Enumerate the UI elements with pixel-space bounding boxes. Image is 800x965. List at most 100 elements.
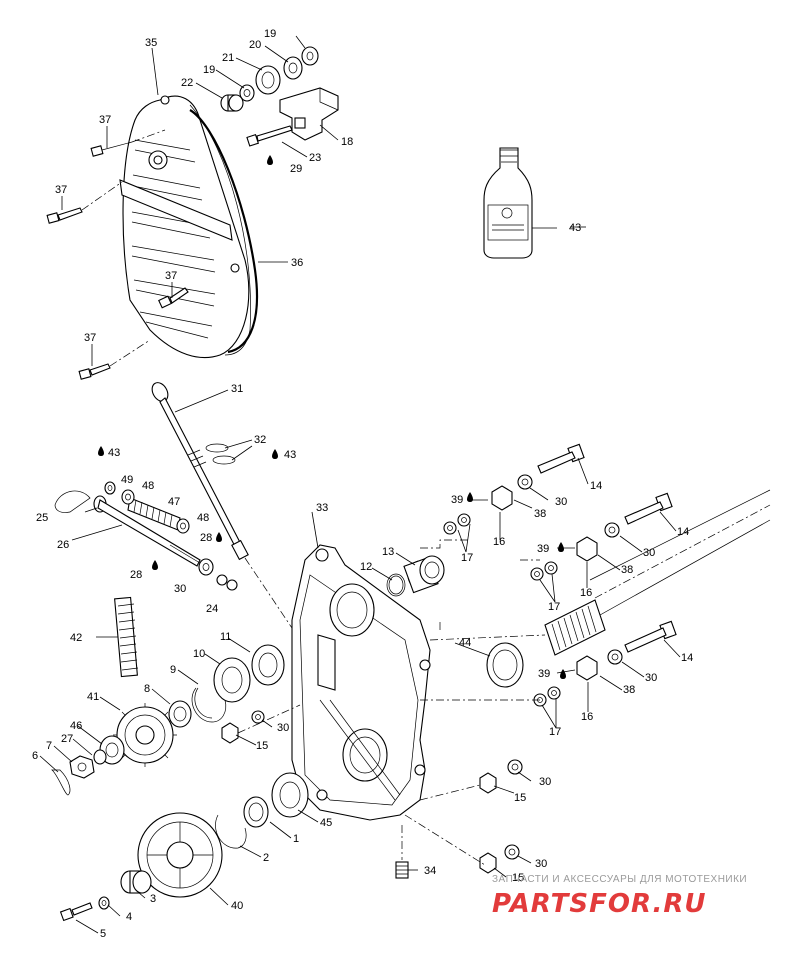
oil-bottle xyxy=(483,147,533,259)
watermark-brand: PARTSFOR.RU xyxy=(492,889,706,919)
callout: 16 xyxy=(581,711,593,723)
castle-nut xyxy=(69,755,95,779)
callout: 32 xyxy=(254,434,266,446)
bolt xyxy=(537,443,585,474)
leader-lines xyxy=(39,35,681,934)
callout: 21 xyxy=(222,52,234,64)
callout: 30 xyxy=(643,547,655,559)
drop-icon xyxy=(267,155,273,165)
cover-bolt xyxy=(158,287,189,309)
callout: 30 xyxy=(539,776,551,788)
callout: 3 xyxy=(150,893,156,905)
callout: 40 xyxy=(231,900,243,912)
o-ring xyxy=(205,443,236,465)
callout: 19 xyxy=(203,64,215,76)
tensioner-block xyxy=(279,87,339,141)
callout: 42 xyxy=(70,632,82,644)
sprocket xyxy=(137,812,223,898)
callout: 37 xyxy=(99,114,111,126)
callout: 37 xyxy=(55,184,67,196)
callout: 14 xyxy=(681,652,693,664)
callout: 43 xyxy=(284,449,296,461)
bolt xyxy=(59,902,93,922)
spacer xyxy=(168,700,192,728)
clip xyxy=(54,490,91,513)
callout: 1 xyxy=(293,833,299,845)
circlip xyxy=(191,687,227,723)
cover-gasket xyxy=(189,109,259,354)
callout: 14 xyxy=(677,526,689,538)
watermark-tagline: ЗАПЧАСТИ И АКСЕССУАРЫ ДЛЯ МОТОТЕХНИКИ xyxy=(492,874,747,885)
callout: 16 xyxy=(493,536,505,548)
callout: 10 xyxy=(193,648,205,660)
chaincase xyxy=(291,544,431,821)
callout: 15 xyxy=(256,740,268,752)
callout: 9 xyxy=(170,664,176,676)
drive-chain xyxy=(114,596,139,678)
callout: 46 xyxy=(70,720,82,732)
callout: 11 xyxy=(220,631,231,643)
callout: 44 xyxy=(459,637,471,649)
needle-bearing xyxy=(283,56,303,80)
driveshaft xyxy=(429,489,771,656)
bearing xyxy=(403,555,445,594)
callout: 7 xyxy=(46,740,52,752)
callout: 48 xyxy=(197,512,209,524)
callout: 25 xyxy=(36,512,48,524)
callout: 43 xyxy=(569,222,581,234)
callout: 36 xyxy=(291,257,303,269)
callout: 20 xyxy=(249,39,261,51)
callout: 6 xyxy=(32,750,38,762)
callout: 15 xyxy=(512,872,524,884)
cover-bolt xyxy=(78,339,151,380)
callout: 49 xyxy=(121,474,133,486)
drain-plug xyxy=(395,825,409,879)
callout: 13 xyxy=(382,546,394,558)
callout: 28 xyxy=(200,532,212,544)
callout: 23 xyxy=(309,152,321,164)
dipstick xyxy=(151,382,301,641)
callout: 17 xyxy=(461,552,473,564)
callout: 28 xyxy=(130,569,142,581)
callout: 35 xyxy=(145,37,157,49)
washer xyxy=(104,481,238,591)
nut xyxy=(221,485,598,874)
callout: 45 xyxy=(320,817,332,829)
callout: 30 xyxy=(535,858,547,870)
callout: 31 xyxy=(231,383,243,395)
callout: 30 xyxy=(555,496,567,508)
callout-labels: 35 19 20 21 19 22 18 23 29 37 37 37 37 3… xyxy=(32,28,693,940)
callout: 15 xyxy=(514,792,526,804)
callout: 8 xyxy=(144,683,150,695)
o-ring xyxy=(386,573,406,597)
callout: 16 xyxy=(580,587,592,599)
callout: 39 xyxy=(538,668,550,680)
callout: 30 xyxy=(174,583,186,595)
callout: 41 xyxy=(87,691,99,703)
drop-icon xyxy=(98,446,566,679)
callout: 17 xyxy=(549,726,561,738)
callout: 12 xyxy=(360,561,372,573)
callout: 4 xyxy=(126,911,132,923)
callout: 38 xyxy=(623,684,635,696)
cover-bolt xyxy=(90,129,166,157)
washer xyxy=(93,749,107,765)
callout: 37 xyxy=(165,270,177,282)
spacer xyxy=(120,870,152,894)
callout: 19 xyxy=(264,28,276,40)
seal xyxy=(486,642,524,688)
callout: 26 xyxy=(57,539,69,551)
washer xyxy=(239,46,319,102)
chaincase-cover xyxy=(119,95,251,359)
callout: 27 xyxy=(61,733,73,745)
callout: 43 xyxy=(108,447,120,459)
bearing xyxy=(255,65,281,95)
watermark: ЗАПЧАСТИ И АКСЕССУАРЫ ДЛЯ МОТОТЕХНИКИ PA… xyxy=(492,874,747,919)
bearing xyxy=(243,772,309,828)
tensioner-bolt xyxy=(246,125,293,147)
callout: 34 xyxy=(424,865,436,877)
dash-lines xyxy=(237,539,540,866)
cover-bolt xyxy=(46,181,123,224)
callout: 30 xyxy=(645,672,657,684)
